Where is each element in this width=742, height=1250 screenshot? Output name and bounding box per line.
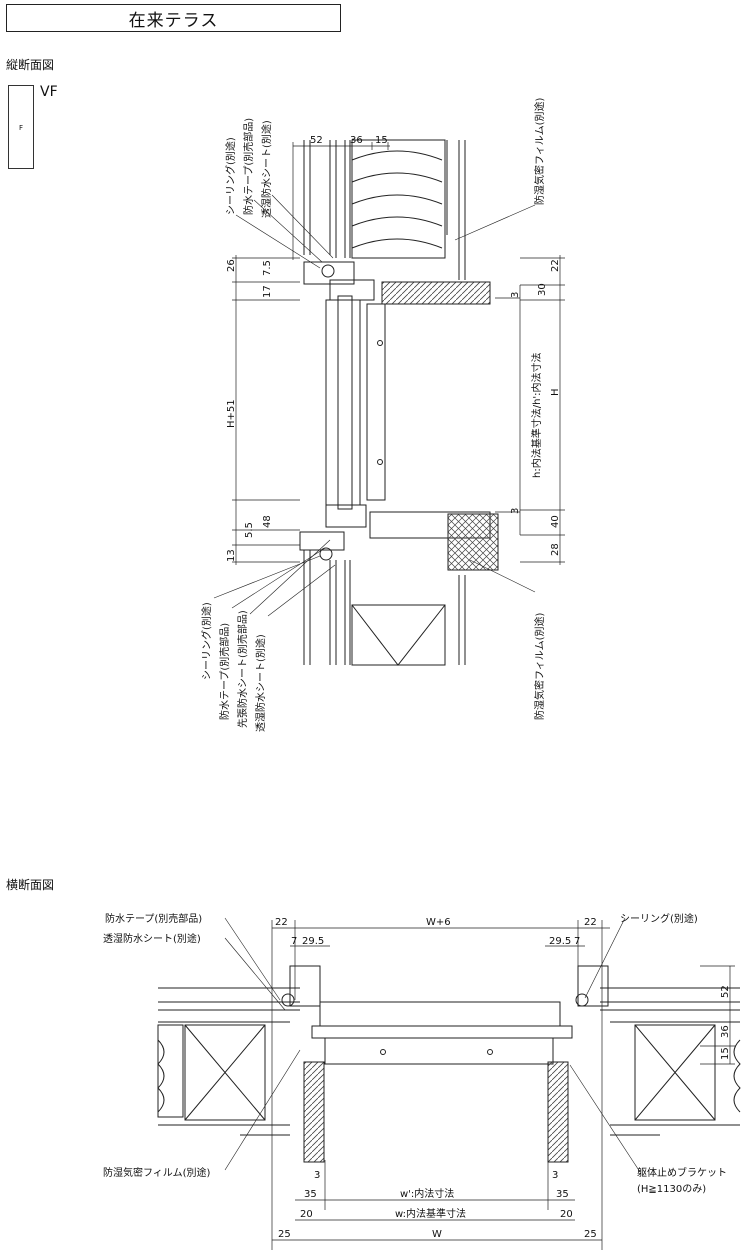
v-dim-left-5-5: 5.5 xyxy=(244,522,255,538)
v-dim-left-h51: H+51 xyxy=(226,399,237,428)
horizontal-section-drawing xyxy=(157,917,741,1250)
vertical-section-label: 縦断面図 xyxy=(6,58,55,72)
vf-label: VF xyxy=(40,84,58,100)
v-dim-right-3a: 3 xyxy=(510,292,521,298)
h-dim-row1-35-right: 35 xyxy=(556,1189,569,1200)
v-dim-right-h: H xyxy=(550,388,561,396)
h-dim-sub-7-right: 7 xyxy=(574,936,580,947)
v-dim-right-3b: 3 xyxy=(510,508,521,514)
v-callout-presheet-bottom: 先張防水シート(別売部品) xyxy=(236,610,249,728)
h-callout-bracket: 躯体止めブラケット xyxy=(637,1166,727,1179)
v-dim-left-26: 26 xyxy=(226,259,237,272)
h-dim-row2-inner: w:内法基準寸法 xyxy=(395,1207,466,1220)
v-dim-inner: h:内法基準寸法/h':内法寸法 xyxy=(530,352,543,478)
v-dim-left-17: 17 xyxy=(262,285,273,298)
v-dim-top-36: 36 xyxy=(350,135,363,146)
v-dim-right-28: 28 xyxy=(550,543,561,556)
h-dim-row3-25-right: 25 xyxy=(584,1229,597,1240)
h-callout-bracket-note: (H≧1130のみ) xyxy=(637,1184,706,1195)
v-dim-right-40: 40 xyxy=(550,515,561,528)
vertical-section-drawing xyxy=(213,139,565,666)
h-dim-sub-29-5-left: 29.5 xyxy=(302,936,324,947)
vf-panel-icon: F xyxy=(8,85,34,169)
h-callout-tape: 防水テープ(別売部品) xyxy=(105,912,202,925)
h-dim-bottom-3-right: 3 xyxy=(552,1170,558,1181)
v-callout-film-top: 防湿気密フィルム(別途) xyxy=(533,97,546,205)
v-dim-left-13: 13 xyxy=(226,549,237,562)
h-dim-right-52: 52 xyxy=(720,985,731,998)
v-dim-top-15: 15 xyxy=(375,135,388,146)
h-callout-sheet: 透湿防水シート(別途) xyxy=(103,932,201,945)
v-callout-sheet-bottom: 透湿防水シート(別途) xyxy=(254,634,267,732)
h-dim-row3-w: W xyxy=(432,1229,442,1240)
v-callout-tape-top: 防水テープ(別売部品) xyxy=(242,118,255,215)
horizontal-section-label: 横断面図 xyxy=(6,878,55,892)
h-callout-sealing: シーリング(別途) xyxy=(620,912,698,925)
h-dim-row1-inner: w':内法寸法 xyxy=(400,1187,454,1200)
v-dim-right-30: 30 xyxy=(537,283,548,296)
v-dim-left-7-5: 7.5 xyxy=(262,260,273,276)
h-dim-row2-20-left: 20 xyxy=(300,1209,313,1220)
h-dim-right-15: 15 xyxy=(720,1047,731,1060)
v-callout-film-bottom: 防湿気密フィルム(別途) xyxy=(533,612,546,720)
v-callout-sealing-bottom: シーリング(別途) xyxy=(200,602,213,680)
h-dim-top-22-left: 22 xyxy=(275,917,288,928)
h-dim-sub-29-5-right: 29.5 xyxy=(549,936,571,947)
v-dim-left-48: 48 xyxy=(262,515,273,528)
h-dim-row2-20-right: 20 xyxy=(560,1209,573,1220)
h-dim-top-22-right: 22 xyxy=(584,917,597,928)
h-callout-film: 防湿気密フィルム(別途) xyxy=(103,1166,211,1179)
h-dim-sub-7-left: 7 xyxy=(291,936,297,947)
v-callout-sheet-top: 透湿防水シート(別途) xyxy=(260,120,273,218)
v-callout-tape-bottom: 防水テープ(別売部品) xyxy=(218,623,231,720)
page-title: 在来テラス xyxy=(6,4,341,32)
v-dim-right-22: 22 xyxy=(550,259,561,272)
v-callout-sealing-top: シーリング(別途) xyxy=(224,137,237,215)
v-dim-top-52: 52 xyxy=(310,135,323,146)
h-dim-bottom-3-left: 3 xyxy=(314,1170,320,1181)
h-dim-top-w6: W+6 xyxy=(426,917,451,928)
h-dim-row1-35-left: 35 xyxy=(304,1189,317,1200)
h-dim-right-36: 36 xyxy=(720,1025,731,1038)
h-dim-row3-25-left: 25 xyxy=(278,1229,291,1240)
vf-panel-letter: F xyxy=(19,124,24,132)
